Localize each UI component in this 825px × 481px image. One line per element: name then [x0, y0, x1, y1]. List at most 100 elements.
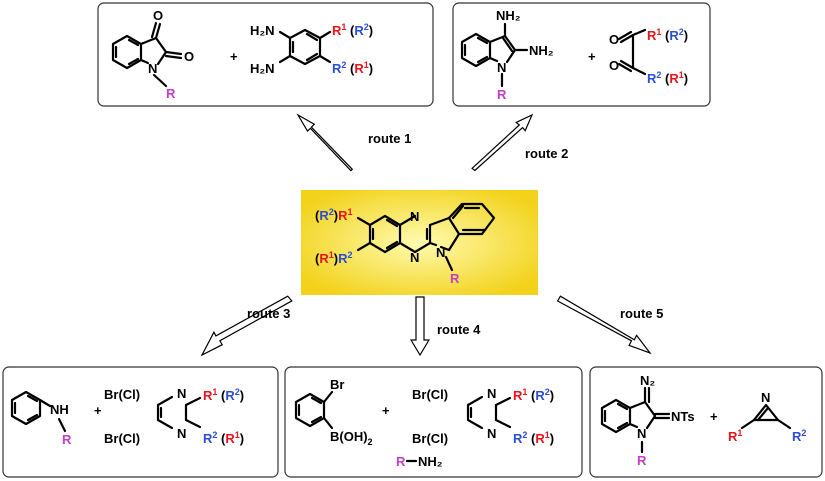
box5-plus: + [710, 409, 718, 424]
paren-close: ) [684, 71, 688, 86]
pyrazine-substituent-bonds-box3 [184, 396, 202, 429]
aniline-bonds [38, 398, 67, 433]
benzene-ring-d [447, 202, 496, 236]
paren-open: ( [217, 388, 226, 403]
box-route1-reactants [97, 2, 434, 107]
product-highlight [301, 190, 538, 295]
isatin-n: N [148, 61, 157, 76]
isatin-o3: O [153, 8, 163, 23]
isatin-structure [111, 21, 183, 88]
paren-open: ( [217, 431, 226, 446]
boronic-br: Br [330, 377, 344, 392]
sup-blue: 2 [212, 430, 217, 440]
r-blue: R [513, 431, 523, 446]
isatin-c2-carbonyl [164, 50, 183, 60]
diazo-n2: N₂ [640, 373, 655, 388]
box-route5-reactants [589, 366, 823, 478]
diamine-structure [278, 28, 332, 66]
pyrazine-substituent-bonds-box4 [494, 396, 512, 429]
pyrazine-brcl-top-box3: Br(Cl) [104, 387, 140, 402]
product-n-indole: N [436, 245, 445, 260]
diamine-r1-label: R1 (R2) [332, 22, 373, 38]
pyrazine-n-bottom-box3: N [177, 426, 186, 441]
sup-blue: 2 [341, 60, 346, 70]
dione-o2: O [609, 58, 619, 73]
pyrazine-n-bottom-box4: N [487, 426, 496, 441]
dione-structure [617, 28, 647, 76]
dione-carbonyls [617, 30, 635, 73]
route1-label: route 1 [368, 131, 411, 146]
bromophenylboronic-structure [294, 390, 334, 430]
sup-blue: 2 [522, 430, 527, 440]
azirine-n: N [761, 390, 770, 405]
pyrazine-structure-box3 [156, 395, 202, 430]
diazo-indole-n: N [637, 426, 646, 441]
paren-close: ) [369, 23, 373, 38]
paren-close: ) [369, 61, 373, 76]
amine-nh2: NH₂ [418, 454, 443, 469]
sup-red: 1 [235, 430, 240, 440]
sup-red: 1 [347, 207, 352, 217]
sup-red: 1 [679, 70, 684, 80]
benzene-ring-d-double [451, 204, 487, 232]
pyrazine-r1-label-box4: R1 (R2) [513, 387, 554, 403]
paren-open: ( [315, 251, 320, 266]
aniline-r: R [62, 432, 72, 447]
paren-open: ( [315, 208, 320, 223]
sup-blue: 2 [329, 207, 334, 217]
sup-red: 1 [545, 430, 550, 440]
sup-blue: 2 [364, 22, 369, 32]
sup-blue: 2 [656, 70, 661, 80]
diamine-benzene-double [291, 32, 319, 62]
pyrazine-brcl-bottom-box4: Br(Cl) [412, 431, 448, 446]
box2-plus: + [588, 49, 596, 64]
product-top-substituent: (R2)R1 [315, 207, 353, 223]
boronic-benzene-double [297, 396, 323, 424]
r-red: R [535, 431, 545, 446]
paren-close: ) [334, 251, 338, 266]
paren-close: ) [240, 431, 244, 446]
paren-open: ( [527, 388, 536, 403]
diaminoindole-nh2-side: NH₂ [529, 43, 554, 58]
r-red: R [203, 388, 213, 403]
diaminoindole-substituent-bonds [500, 22, 529, 88]
dione-r1-label: R1 (R2) [647, 27, 688, 43]
substituent-bonds [356, 216, 372, 252]
route5-label: route 5 [620, 306, 663, 321]
route4-label: route 4 [437, 322, 481, 337]
paren-close: ) [550, 388, 554, 403]
sup-blue: 2 [347, 250, 352, 260]
pyrazine-ring-box3 [156, 395, 188, 430]
diazo-five-ring [628, 400, 657, 430]
pyrazine-r1-label-box3: R1 (R2) [203, 387, 244, 403]
box-route4-reactants [284, 366, 583, 478]
dione-o1: O [609, 32, 619, 47]
dione-r2-label: R2 (R1) [647, 70, 688, 86]
product-n-substituent: R [450, 271, 460, 286]
boh-text: B(OH) [330, 429, 368, 444]
r-blue: R [319, 208, 329, 223]
r-blue: R [332, 61, 342, 76]
r-red: R [225, 431, 235, 446]
diaminoindole-five-ring [488, 34, 517, 64]
isatin-n-r-bond [152, 73, 168, 88]
sup-red: 1 [737, 428, 742, 438]
boh-subscript: 2 [368, 437, 373, 447]
paren-close: ) [684, 28, 688, 43]
diamine-nh2-top: H₂N [250, 23, 275, 38]
sup-red: 1 [522, 387, 527, 397]
azirine-double-bond [756, 406, 770, 422]
paren-open: ( [661, 71, 670, 86]
paren-open: ( [346, 61, 355, 76]
paren-open: ( [527, 431, 536, 446]
r-red: R [669, 71, 679, 86]
isatin-c3-carbonyl [150, 21, 162, 40]
n-r-bond [444, 255, 454, 272]
diaminoindole-n: N [497, 60, 506, 75]
pyrazine-structure-box4 [405, 395, 512, 463]
retro-arrow-route4 [409, 296, 431, 357]
retro-arrow-route3 [200, 295, 293, 357]
aniline-benzene-double [13, 394, 39, 422]
imine-double-bond [653, 412, 671, 420]
